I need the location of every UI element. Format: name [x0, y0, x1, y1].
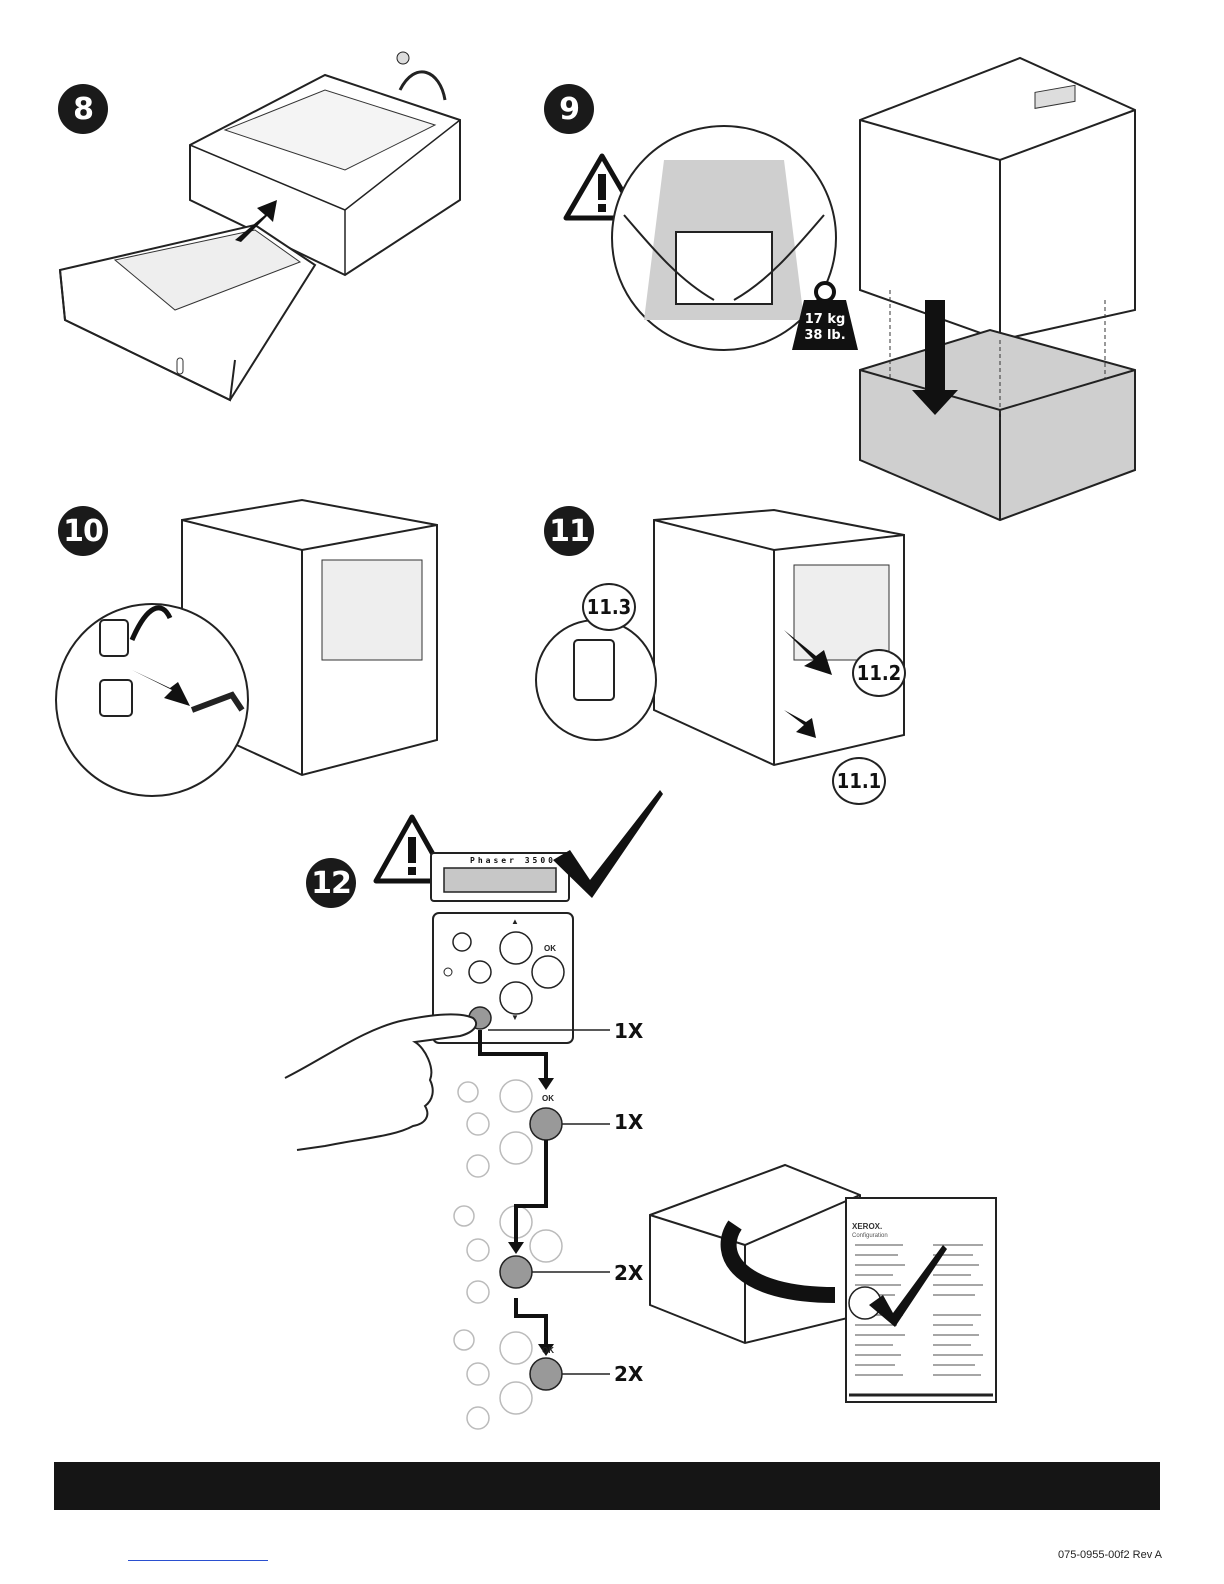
- connect-cable-illustration: [52, 500, 442, 800]
- ok-key-label-3: OK: [542, 1346, 554, 1355]
- config-page-title: Configuration: [852, 1233, 888, 1239]
- power-illustration: [534, 510, 914, 770]
- step-12-badge: 12: [306, 858, 356, 908]
- down-key-label: ▼: [511, 1013, 519, 1022]
- press-count-ok-2: 2X: [614, 1362, 643, 1386]
- callout-11-2: 11.2: [852, 649, 906, 697]
- callout-11-1-label: 11.1: [837, 769, 881, 793]
- press-count-ok-1: 1X: [614, 1110, 643, 1134]
- checkmark-icon: [548, 790, 668, 900]
- step-12-number: 12: [311, 866, 351, 901]
- printer-on-tray-illustration: [850, 50, 1140, 520]
- weight-label: 17 kg 38 lb.: [792, 312, 858, 344]
- footer-link-underline[interactable]: [128, 1560, 268, 1561]
- step-8-illustration: [55, 50, 475, 420]
- weight-lb: 38 lb.: [792, 328, 858, 344]
- weight-kg: 17 kg: [792, 312, 858, 328]
- ok-key-label: OK: [544, 944, 556, 953]
- callout-11-3-label: 11.3: [587, 595, 631, 619]
- config-page-brand: XEROX.: [852, 1222, 882, 1231]
- press-count-down: 2X: [614, 1261, 643, 1285]
- press-count-menu: 1X: [614, 1019, 643, 1043]
- step-9-badge: 9: [544, 84, 594, 134]
- printer-output-illustration: [645, 1165, 865, 1345]
- ok-key-label-2: OK: [542, 1094, 554, 1103]
- callout-11-2-label: 11.2: [857, 661, 901, 685]
- callout-11-1: 11.1: [832, 757, 886, 805]
- step-9-number: 9: [559, 92, 579, 127]
- document-id: 075-0955-00f2 Rev A: [1058, 1549, 1162, 1561]
- footer-bar: [54, 1462, 1160, 1510]
- up-key-label: ▲: [511, 917, 519, 926]
- press-sequence: [430, 1030, 630, 1430]
- callout-11-3: 11.3: [582, 583, 636, 631]
- display-model-label: Phaser 3500: [470, 856, 556, 865]
